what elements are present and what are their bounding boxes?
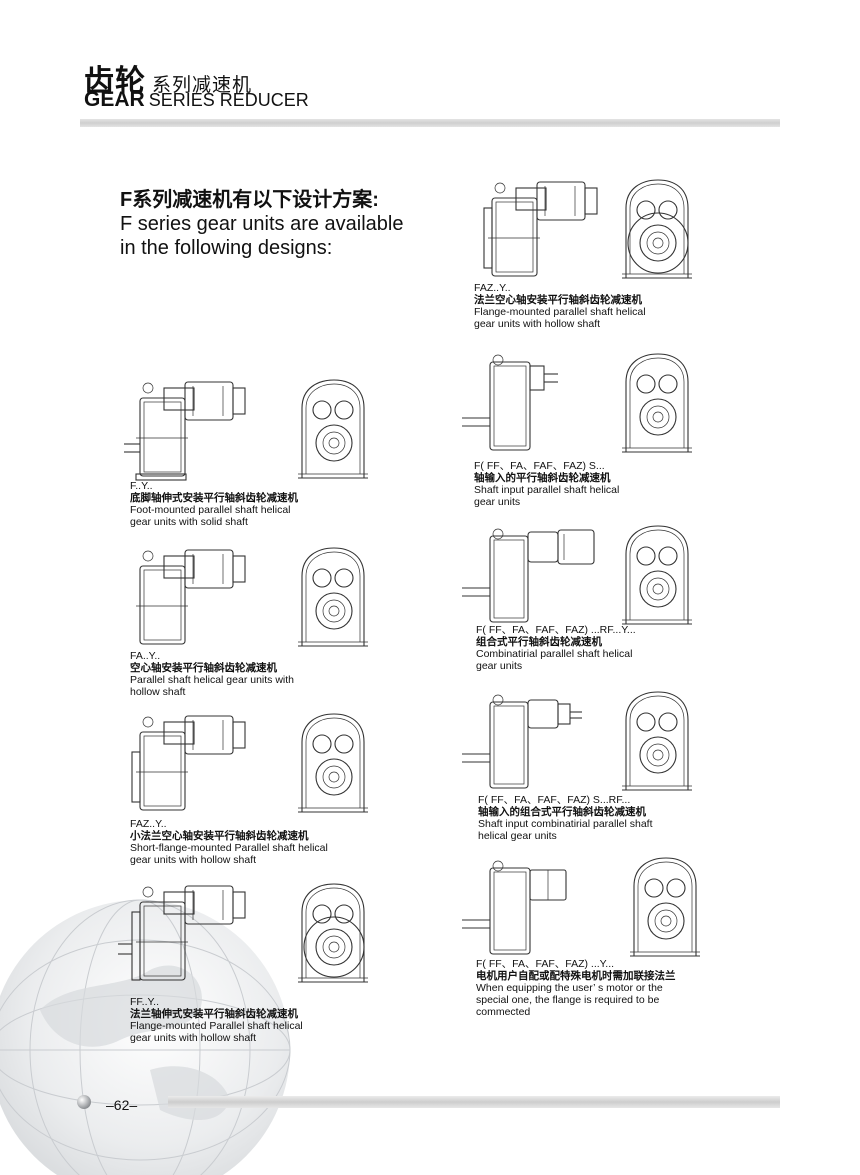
caption-en: Foot-mounted parallel shaft helical [130,504,291,516]
caption-en: Shaft input combinatirial parallel shaft [478,818,653,830]
caption-shaft-input-combinatorial: F( FF、FA、FAF、FAZ) S...RF... 轴输入的组合式平行轴斜齿… [478,794,653,842]
title-cn-text: 齿轮 [84,65,146,98]
caption-code: F( FF、FA、FAF、FAZ) ...Y... [476,958,615,970]
caption-code: F( FF、FA、FAF、FAZ) S... [474,460,605,472]
header-title-cn: 齿轮系列减速机 [84,56,252,100]
caption-en: Short-flange-mounted Parallel shaft heli… [130,842,328,854]
caption-faz-y-flange: FAZ..Y.. 法兰空心轴安装平行轴斜齿轮减速机 Flange-mounted… [474,282,646,330]
caption-cn: 组合式平行轴斜齿轮减速机 [476,636,602,648]
caption-cn: 空心轴安装平行轴斜齿轮减速机 [130,662,277,674]
caption-cn: 法兰轴伸式安装平行轴斜齿轮减速机 [130,1008,298,1020]
drawing-s-rf-end [622,691,693,791]
drawing-faz-y-small-end [298,713,369,813]
caption-en: hollow shaft [130,686,186,698]
caption-en: Combinatirial parallel shaft helical [476,648,633,660]
title-en-text: GEAR [84,88,145,111]
page-number: –62– [106,1097,138,1113]
subtitle-en-text: SERIES REDUCER [148,90,309,110]
caption-en: Parallel shaft helical gear units with [130,674,295,686]
caption-en: gear units [476,660,523,672]
drawing-fa-y-side [135,549,246,645]
caption-code: FAZ..Y.. [474,282,511,294]
drawing-s-side [462,354,558,451]
caption-code: F( FF、FA、FAF、FAZ) ...RF...Y... [476,624,636,636]
caption-f-y: F..Y.. 底脚轴伸式安装平行轴斜齿轮减速机 Foot-mounted par… [130,480,298,528]
caption-en: gear units [474,496,521,508]
drawing-adapter-side [462,860,567,955]
caption-faz-y-short: FAZ..Y.. 小法兰空心轴安装平行轴斜齿轮减速机 Short-flange-… [130,818,328,866]
intro-text: F系列减速机有以下设计方案: F series gear units are a… [120,188,450,260]
caption-code: FAZ..Y.. [130,818,167,830]
drawing-s-rf-side [462,694,582,789]
drawing-faz-y-small-side [131,715,246,811]
caption-en: Flange-mounted Parallel shaft helical [130,1020,303,1032]
caption-cn: 轴输入的组合式平行轴斜齿轮减速机 [478,806,646,818]
drawing-faz-y-side [483,181,598,277]
caption-en: helical gear units [478,830,557,842]
caption-cn: 小法兰空心轴安装平行轴斜齿轮减速机 [130,830,309,842]
caption-cn: 电机用户自配或配特殊电机时需加联接法兰 [476,970,676,982]
subtitle-cn-text: 系列减速机 [152,75,253,96]
caption-code: F..Y.. [130,480,153,492]
caption-fa-y: FA..Y.. 空心轴安装平行轴斜齿轮减速机 Parallel shaft he… [130,650,294,698]
drawing-faz-y-end [622,179,693,279]
caption-en: gear units with hollow shaft [474,318,601,330]
drawing-s-end [622,353,693,453]
drawing-fa-y-end [298,547,369,647]
caption-user-motor: F( FF、FA、FAF、FAZ) ...Y... 电机用户自配或配特殊电机时需… [476,958,676,1018]
footer-rule [168,1096,780,1108]
caption-en: Flange-mounted parallel shaft helical [474,306,646,318]
drawing-ff-y-end [298,883,369,983]
caption-cn: 底脚轴伸式安装平行轴斜齿轮减速机 [130,492,298,504]
drawing-ff-y-side [118,885,246,981]
caption-en: gear units with hollow shaft [130,1032,257,1044]
caption-ff-y: FF..Y.. 法兰轴伸式安装平行轴斜齿轮减速机 Flange-mounted … [130,996,303,1044]
drawing-adapter-end [630,857,701,957]
caption-cn: 轴输入的平行轴斜齿轮减速机 [474,472,611,484]
caption-en: gear units with hollow shaft [130,854,257,866]
drawing-f-y-side [124,381,246,481]
intro-line-en-2: in the following designs: [120,237,333,259]
caption-en: gear units with solid shaft [130,516,248,528]
drawing-rf-side [462,528,595,623]
caption-en: When equipping the user’ s motor or the [476,982,663,994]
caption-en: Shaft input parallel shaft helical [474,484,620,496]
footer-bullet-icon [77,1095,91,1109]
caption-code: FA..Y.. [130,650,161,662]
caption-combinatorial: F( FF、FA、FAF、FAZ) ...RF...Y... 组合式平行轴斜齿轮… [476,624,636,672]
drawing-rf-end [622,525,693,625]
intro-line-cn: F系列减速机有以下设计方案: [120,189,379,211]
caption-cn: 法兰空心轴安装平行轴斜齿轮减速机 [474,294,642,306]
caption-en: commected [476,1006,531,1018]
header-rule [80,119,780,127]
intro-line-en-1: F series gear units are available [120,213,404,235]
caption-code: F( FF、FA、FAF、FAZ) S...RF... [478,794,631,806]
caption-en: special one, the flange is required to b… [476,994,660,1006]
caption-shaft-input: F( FF、FA、FAF、FAZ) S... 轴输入的平行轴斜齿轮减速机 Sha… [474,460,619,508]
caption-code: FF..Y.. [130,996,159,1008]
drawing-f-y-end [298,379,369,479]
